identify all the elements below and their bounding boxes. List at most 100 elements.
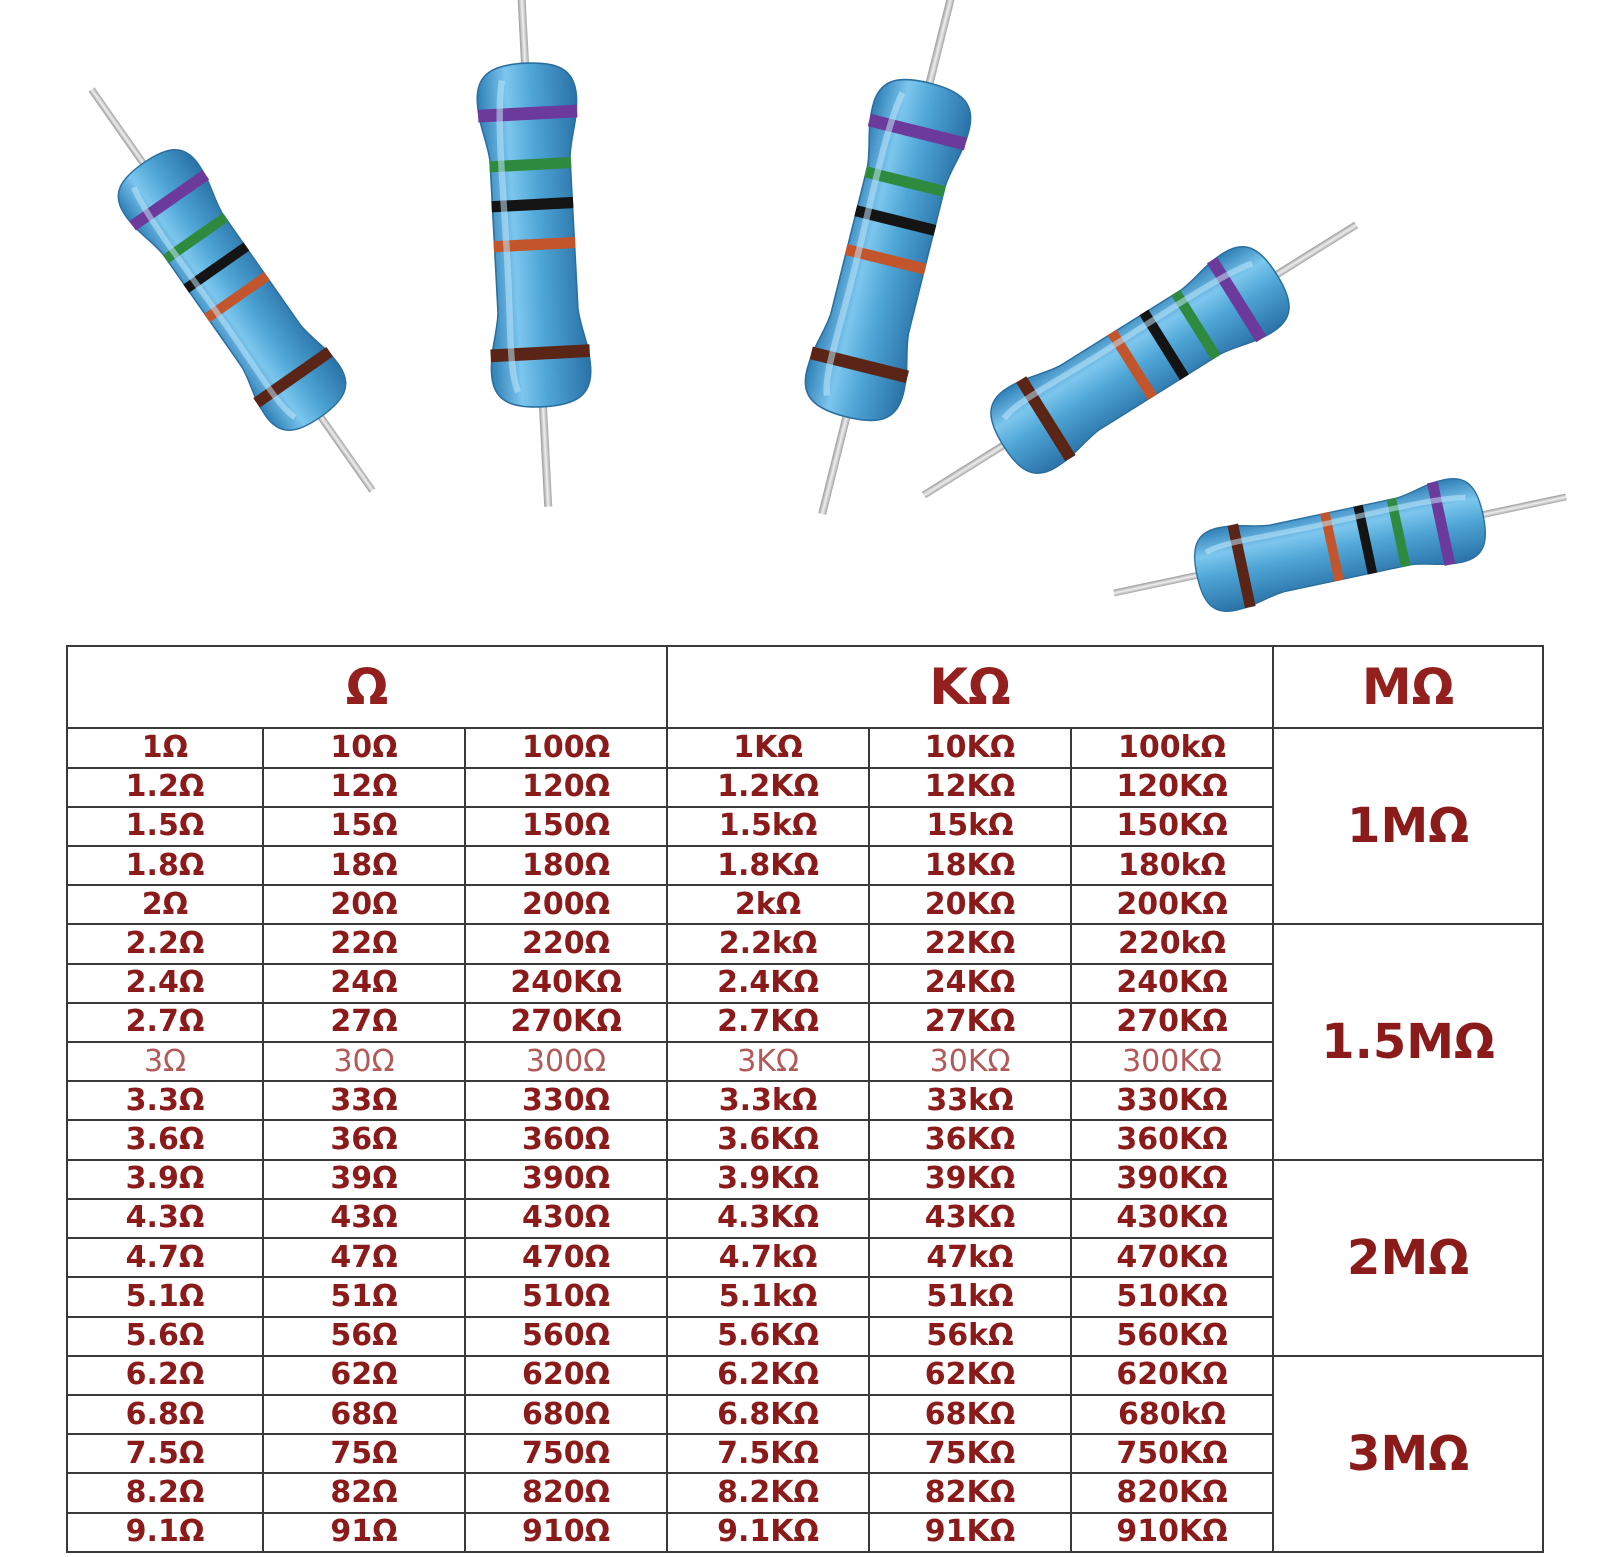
header-row: Ω KΩ MΩ bbox=[65, 644, 1545, 730]
value-cell: 1.2KΩ bbox=[666, 766, 871, 808]
value-cell: 2.4KΩ bbox=[666, 962, 871, 1004]
value-cell: 750Ω bbox=[463, 1433, 669, 1475]
value-cell: 2.7Ω bbox=[66, 1001, 264, 1044]
value-cell: 300KΩ bbox=[1070, 1041, 1275, 1083]
value-cell: 6.8KΩ bbox=[666, 1393, 871, 1436]
header-kohm: KΩ bbox=[666, 644, 1275, 730]
value-cell: 150KΩ bbox=[1070, 805, 1275, 848]
megohm-group-cell: 3MΩ bbox=[1272, 1354, 1545, 1554]
value-cell: 3.3kΩ bbox=[666, 1080, 871, 1122]
value-cell: 220Ω bbox=[463, 923, 669, 965]
value-cell: 270KΩ bbox=[1070, 1001, 1275, 1044]
value-cell: 1.8Ω bbox=[66, 845, 264, 887]
value-cell: 43KΩ bbox=[868, 1197, 1073, 1240]
value-cell: 47kΩ bbox=[868, 1237, 1073, 1279]
value-cell: 22Ω bbox=[262, 923, 466, 965]
value-cell: 220kΩ bbox=[1070, 923, 1275, 965]
value-cell: 2.2Ω bbox=[66, 923, 264, 965]
value-cell: 200KΩ bbox=[1070, 884, 1275, 926]
value-cell: 68Ω bbox=[262, 1393, 466, 1436]
value-cell: 43Ω bbox=[262, 1197, 466, 1240]
value-cell: 24KΩ bbox=[868, 962, 1073, 1004]
value-cell: 5.6Ω bbox=[66, 1315, 264, 1357]
value-cell: 3Ω bbox=[66, 1041, 264, 1083]
value-cell: 27Ω bbox=[262, 1001, 466, 1044]
value-cell: 8.2KΩ bbox=[666, 1472, 871, 1514]
value-cell: 510KΩ bbox=[1070, 1276, 1275, 1318]
value-cell: 4.3KΩ bbox=[666, 1197, 871, 1240]
megohm-group-cell: 1MΩ bbox=[1272, 727, 1545, 926]
value-cell: 360KΩ bbox=[1070, 1119, 1275, 1161]
value-cell: 3.9KΩ bbox=[666, 1158, 871, 1200]
value-cell: 910KΩ bbox=[1070, 1511, 1275, 1554]
value-cell: 820Ω bbox=[463, 1472, 669, 1514]
value-cell: 10Ω bbox=[262, 727, 466, 769]
value-cell: 180kΩ bbox=[1070, 845, 1275, 887]
value-cell: 68KΩ bbox=[868, 1393, 1073, 1436]
value-cell: 390Ω bbox=[463, 1158, 669, 1200]
value-cell: 15Ω bbox=[262, 805, 466, 848]
value-cell: 390KΩ bbox=[1070, 1158, 1275, 1200]
value-cell: 6.8Ω bbox=[66, 1393, 264, 1436]
value-cell: 180Ω bbox=[463, 845, 669, 887]
value-cell: 620KΩ bbox=[1070, 1354, 1275, 1396]
value-cell: 2.4Ω bbox=[66, 962, 264, 1004]
value-cell: 39KΩ bbox=[868, 1158, 1073, 1200]
value-cell: 3.3Ω bbox=[66, 1080, 264, 1122]
value-cell: 39Ω bbox=[262, 1158, 466, 1200]
value-cell: 6.2Ω bbox=[66, 1354, 264, 1396]
value-cell: 20KΩ bbox=[868, 884, 1073, 926]
value-cell: 750KΩ bbox=[1070, 1433, 1275, 1475]
value-cell: 12KΩ bbox=[868, 766, 1073, 808]
value-cell: 560Ω bbox=[463, 1315, 669, 1357]
value-cell: 560KΩ bbox=[1070, 1315, 1275, 1357]
value-cell: 6.2KΩ bbox=[666, 1354, 871, 1396]
value-cell: 9.1KΩ bbox=[666, 1511, 871, 1554]
value-cell: 51Ω bbox=[262, 1276, 466, 1318]
value-cell: 22KΩ bbox=[868, 923, 1073, 965]
value-cell: 100kΩ bbox=[1070, 727, 1275, 769]
value-cell: 240KΩ bbox=[1070, 962, 1275, 1004]
value-cell: 5.6KΩ bbox=[666, 1315, 871, 1357]
value-cell: 820KΩ bbox=[1070, 1472, 1275, 1514]
value-cell: 330KΩ bbox=[1070, 1080, 1275, 1122]
value-cell: 470KΩ bbox=[1070, 1237, 1275, 1279]
value-cell: 680kΩ bbox=[1070, 1393, 1275, 1436]
value-cell: 120KΩ bbox=[1070, 766, 1275, 808]
value-cell: 2.7KΩ bbox=[666, 1001, 871, 1044]
value-cell: 300Ω bbox=[463, 1041, 669, 1083]
value-cell: 18KΩ bbox=[868, 845, 1073, 887]
value-cell: 1.5kΩ bbox=[666, 805, 871, 848]
value-cell: 150Ω bbox=[463, 805, 669, 848]
value-cell: 30KΩ bbox=[868, 1041, 1073, 1083]
value-cell: 30Ω bbox=[262, 1041, 466, 1083]
value-cell: 3.6Ω bbox=[66, 1119, 264, 1161]
value-cell: 7.5KΩ bbox=[666, 1433, 871, 1475]
megohm-group-cell: 2MΩ bbox=[1272, 1158, 1545, 1357]
value-cell: 20Ω bbox=[262, 884, 466, 926]
value-cell: 33Ω bbox=[262, 1080, 466, 1122]
value-cell: 47Ω bbox=[262, 1237, 466, 1279]
value-cell: 27KΩ bbox=[868, 1001, 1073, 1044]
value-cell: 1Ω bbox=[66, 727, 264, 769]
value-cell: 3.6KΩ bbox=[666, 1119, 871, 1161]
value-cell: 62Ω bbox=[262, 1354, 466, 1396]
value-cell: 2.2kΩ bbox=[666, 923, 871, 965]
value-cell: 1.8KΩ bbox=[666, 845, 871, 887]
value-cell: 100Ω bbox=[463, 727, 669, 769]
value-cell: 75Ω bbox=[262, 1433, 466, 1475]
value-cell: 33kΩ bbox=[868, 1080, 1073, 1122]
